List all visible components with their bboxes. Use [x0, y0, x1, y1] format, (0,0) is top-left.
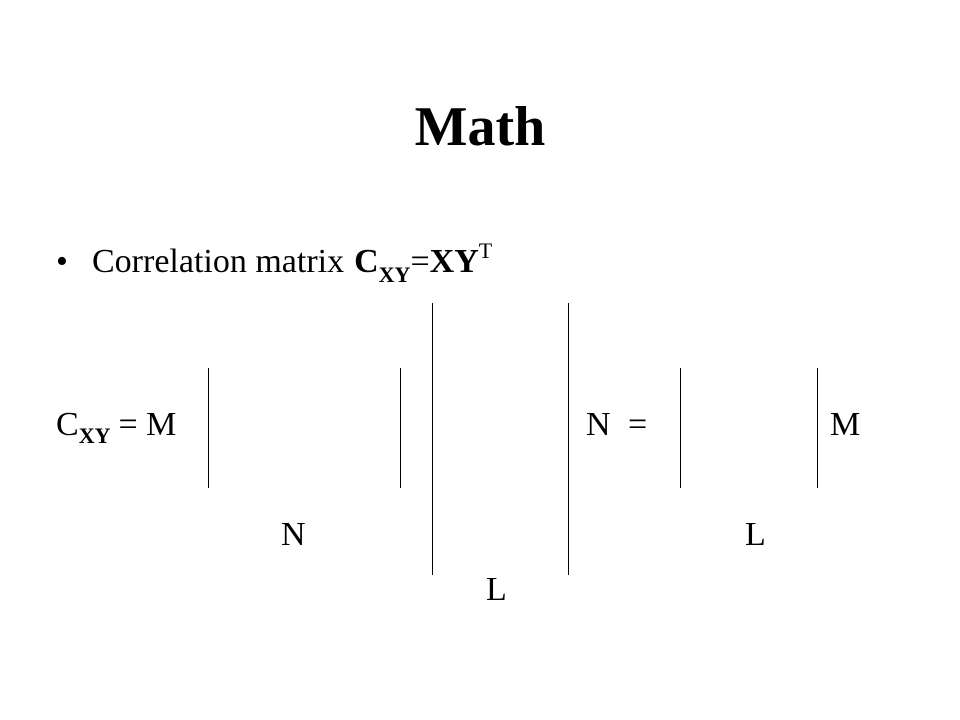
- matrix-c-rows-label: M: [830, 406, 861, 443]
- correlation-subscript: XY: [378, 262, 411, 287]
- matrix-c-right-bracket: [817, 368, 818, 488]
- transpose-superscript: T: [478, 238, 493, 263]
- matrix-yt-rows-label: N: [586, 406, 611, 443]
- matrix-x-cols-label: N: [281, 516, 306, 553]
- bullet-equals: =: [410, 243, 430, 280]
- slide-title: Math: [414, 96, 546, 158]
- matrix-yt-left-bracket: [432, 303, 433, 575]
- matrix-c-left-bracket: [680, 368, 681, 488]
- correlation-symbol: C: [354, 243, 379, 280]
- matrix-x-left-bracket: [208, 368, 209, 488]
- bullet-marker: •: [56, 243, 68, 280]
- matrix-yt-right-bracket: [568, 303, 569, 575]
- equation-lhs: CXY = M: [56, 405, 177, 448]
- product-xy: XY: [429, 243, 479, 280]
- equation-c-symbol: C: [56, 406, 79, 443]
- matrix-yt-cols-label: L: [486, 571, 507, 608]
- equation-equals-m: = M: [118, 406, 177, 443]
- matrix-x-right-bracket: [400, 368, 401, 488]
- equation-c-subscript: XY: [78, 423, 111, 448]
- bullet-text: Correlation matrix: [92, 243, 345, 280]
- matrix-c-cols-label: L: [745, 516, 766, 553]
- equation-equals: =: [628, 406, 648, 443]
